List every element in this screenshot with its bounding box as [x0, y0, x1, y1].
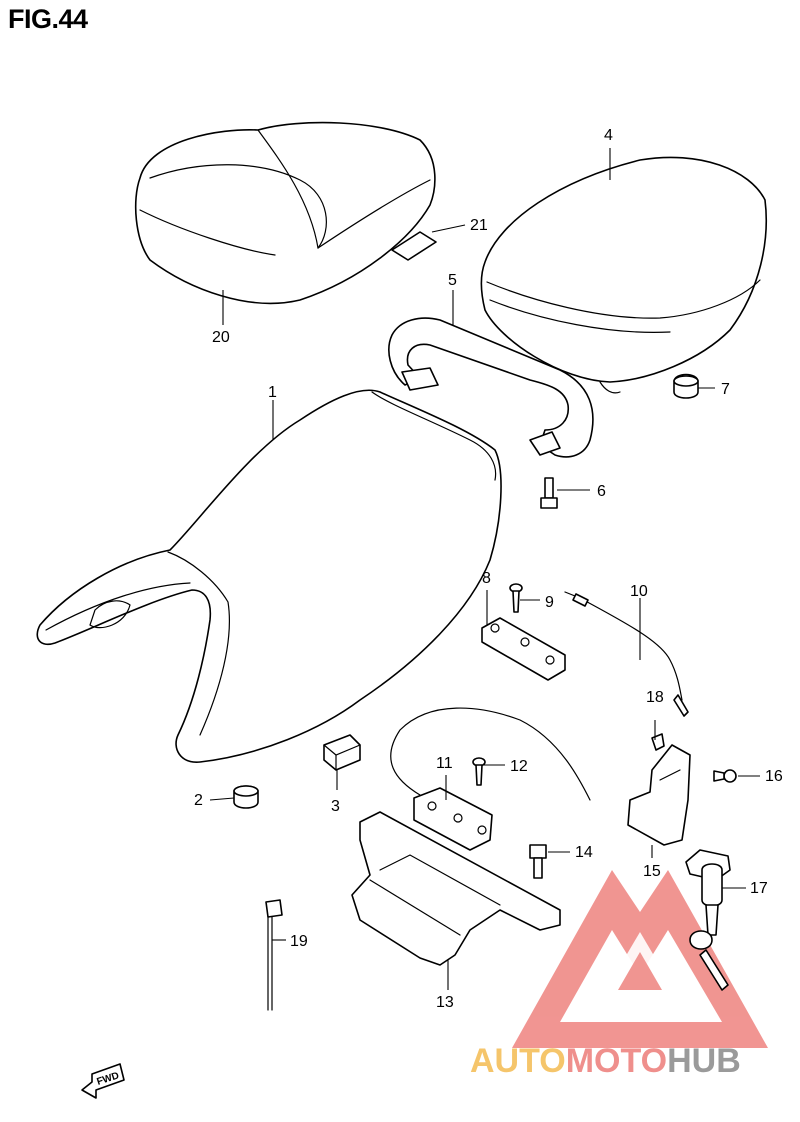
watermark-auto: AUTO: [470, 1042, 566, 1080]
watermark-text: AUTOMOTOHUB: [470, 1042, 741, 1080]
part-14-bolt: [529, 844, 547, 879]
part-15-lock-bracket: [627, 744, 691, 846]
part-7-rubber: [673, 373, 699, 399]
callout-2: 2: [194, 792, 203, 809]
callout-21: 21: [470, 217, 488, 234]
forward-direction-arrow: FWD: [81, 1063, 125, 1099]
callout-labels: 1 2 3 4 5 6 7 8 9 10 11 12 13 14 15 16 1…: [194, 127, 783, 1011]
part-4-seat-cowl: [480, 156, 768, 394]
leader-lines: [209, 148, 760, 990]
part-11-plate: [390, 707, 591, 851]
callout-3: 3: [331, 798, 340, 815]
part-5-grab-rail: [388, 317, 594, 458]
watermark-moto: MOTO: [566, 1042, 667, 1080]
part-8-bracket: [481, 617, 566, 681]
callout-17: 17: [750, 880, 768, 897]
watermark-logo: [512, 870, 768, 1048]
part-6-bolt: [540, 477, 558, 509]
watermark-hub: HUB: [667, 1042, 741, 1080]
part-20-rear-seat: [134, 121, 436, 305]
part-12-screw: [472, 757, 486, 786]
part-17-lock-set: [685, 849, 731, 991]
part-2-cushion: [233, 785, 259, 809]
callout-8: 8: [482, 570, 491, 587]
callout-7: 7: [721, 381, 730, 398]
part-18-clip: [651, 733, 665, 751]
callout-11: 11: [436, 755, 453, 772]
callout-20: 20: [212, 329, 230, 346]
callout-16: 16: [765, 768, 783, 785]
callout-19: 19: [290, 933, 308, 950]
callout-1: 1: [268, 384, 277, 401]
part-16-screw: [713, 769, 737, 783]
figure-title: FIG.44: [8, 4, 88, 34]
part-1-main-seat: [36, 389, 502, 763]
part-13-seat-bracket: [351, 811, 561, 966]
callout-14: 14: [575, 844, 593, 861]
callout-18: 18: [646, 689, 664, 706]
callout-13: 13: [436, 994, 454, 1011]
part-19-band: [265, 899, 283, 1011]
callout-9: 9: [545, 594, 554, 611]
part-9-screw: [509, 583, 523, 613]
callout-10: 10: [630, 583, 648, 600]
part-21-label: [391, 231, 437, 261]
callout-4: 4: [604, 127, 613, 144]
callout-6: 6: [597, 483, 606, 500]
callout-15: 15: [643, 863, 661, 880]
callout-5: 5: [448, 272, 457, 289]
callout-12: 12: [510, 758, 528, 775]
part-3-damper: [323, 734, 361, 771]
part-10-cable: [564, 591, 689, 717]
